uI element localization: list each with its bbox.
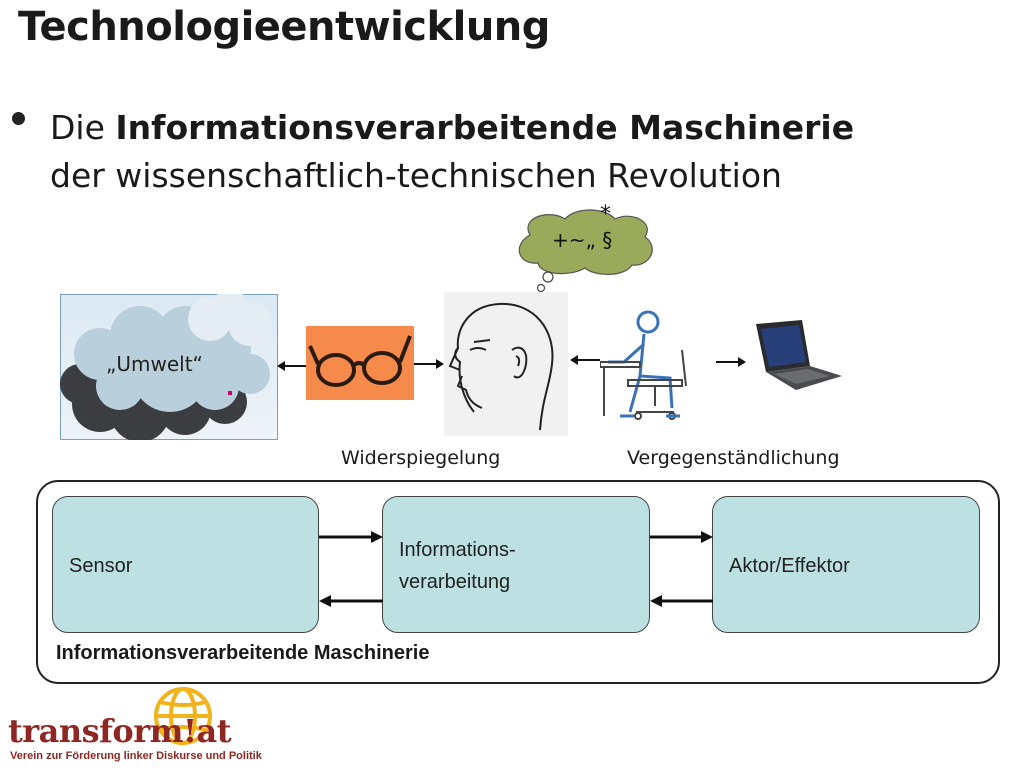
- laptop-image: [756, 320, 842, 390]
- processing-label-line2: verarbeitung: [399, 571, 511, 593]
- head-image: [444, 292, 568, 436]
- machinery-label: Informationsverarbeitende Maschinerie: [56, 642, 430, 664]
- arrow-to-laptop: [716, 357, 746, 367]
- logo-tagline: Verein zur Förderung linker Diskurse und…: [10, 750, 262, 762]
- seated-person-image: [600, 310, 687, 420]
- actuator-label: Aktor/Effektor: [729, 555, 850, 577]
- arrow-from-person: [570, 355, 600, 365]
- thought-text: +~„ §: [552, 228, 613, 252]
- arrow-processing-to-actuator: [650, 531, 713, 543]
- arrow-actuator-to-processing: [650, 595, 713, 607]
- caption-widerspiegelung: Widerspiegelung: [341, 447, 501, 469]
- caption-vergegenstaendlichung: Vergegenständlichung: [627, 447, 840, 469]
- sensor-box: Sensor: [52, 496, 319, 633]
- slide-title: Technologieentwicklung: [18, 4, 550, 50]
- globe-logo-icon: [154, 687, 212, 745]
- bullet-bold: Informationsverarbeitende Maschinerie: [115, 108, 855, 147]
- umwelt-cloud-image: [60, 294, 278, 440]
- bullet-dot: [12, 112, 25, 125]
- actuator-box: Aktor/Effektor: [712, 496, 980, 633]
- arrow-sensor-to-processing: [319, 531, 383, 543]
- sensor-label: Sensor: [69, 555, 133, 577]
- arrow-to-head: [414, 359, 444, 369]
- logo-wordmark: transform!at: [8, 712, 232, 750]
- thought-bubble: [518, 209, 653, 293]
- bullet-text: Die Informationsverarbeitende Maschineri…: [50, 104, 950, 200]
- arrow-to-umwelt: [277, 361, 307, 371]
- thought-star: *: [600, 202, 611, 227]
- arrow-processing-to-sensor: [319, 595, 383, 607]
- bullet-line2: der wissenschaftlich-technischen Revolut…: [50, 156, 782, 195]
- bullet-prefix: Die: [50, 108, 116, 147]
- glasses-image: [306, 326, 414, 400]
- processing-box: Informations- verarbeitung: [382, 496, 650, 633]
- processing-label-line1: Informations-: [399, 539, 516, 561]
- umwelt-label: „Umwelt“: [106, 352, 203, 376]
